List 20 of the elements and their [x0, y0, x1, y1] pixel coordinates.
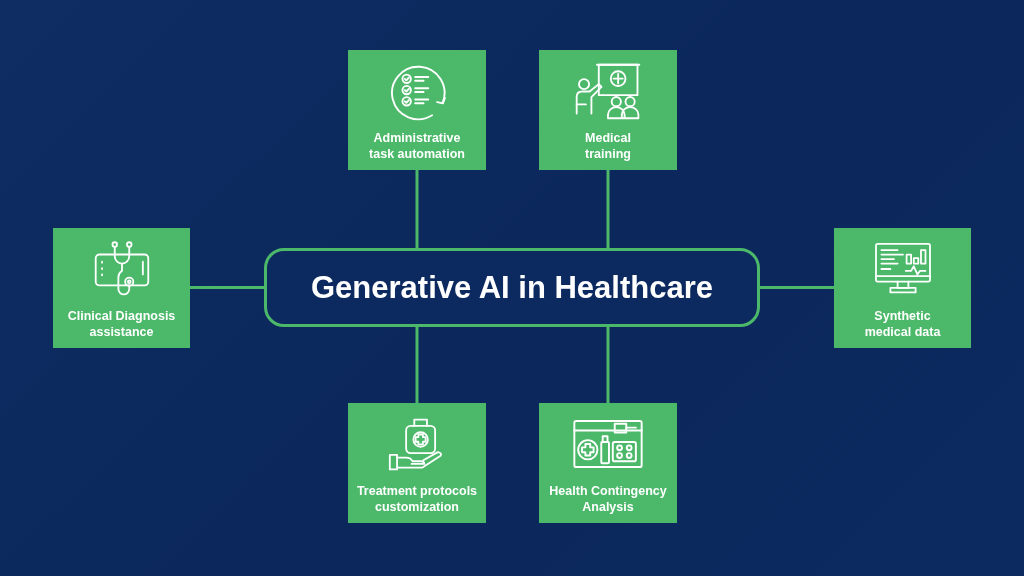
topic-label: Treatment protocols customization — [355, 483, 479, 515]
connector-line — [415, 170, 419, 248]
topic-card — [348, 403, 486, 523]
connector-line — [190, 286, 264, 289]
central-title: Generative AI in Healthcare — [311, 269, 713, 306]
connector-line — [606, 327, 610, 403]
topic-card — [834, 228, 971, 348]
topic-label: Clinical Diagnosis assistance — [66, 308, 177, 340]
topic-label: Health Contingency Analysis — [548, 483, 668, 515]
topic-label: Synthetic medical data — [863, 308, 942, 340]
topic-card — [539, 403, 677, 523]
topic-card — [53, 228, 190, 348]
central-topic-pill — [264, 248, 760, 327]
topic-label: Administrative task automation — [368, 130, 466, 162]
topic-card — [539, 50, 677, 170]
topic-label: Medical training — [584, 130, 632, 162]
topic-card — [348, 50, 486, 170]
connector-line — [606, 170, 610, 248]
connector-line — [760, 286, 834, 289]
connector-line — [415, 327, 419, 403]
